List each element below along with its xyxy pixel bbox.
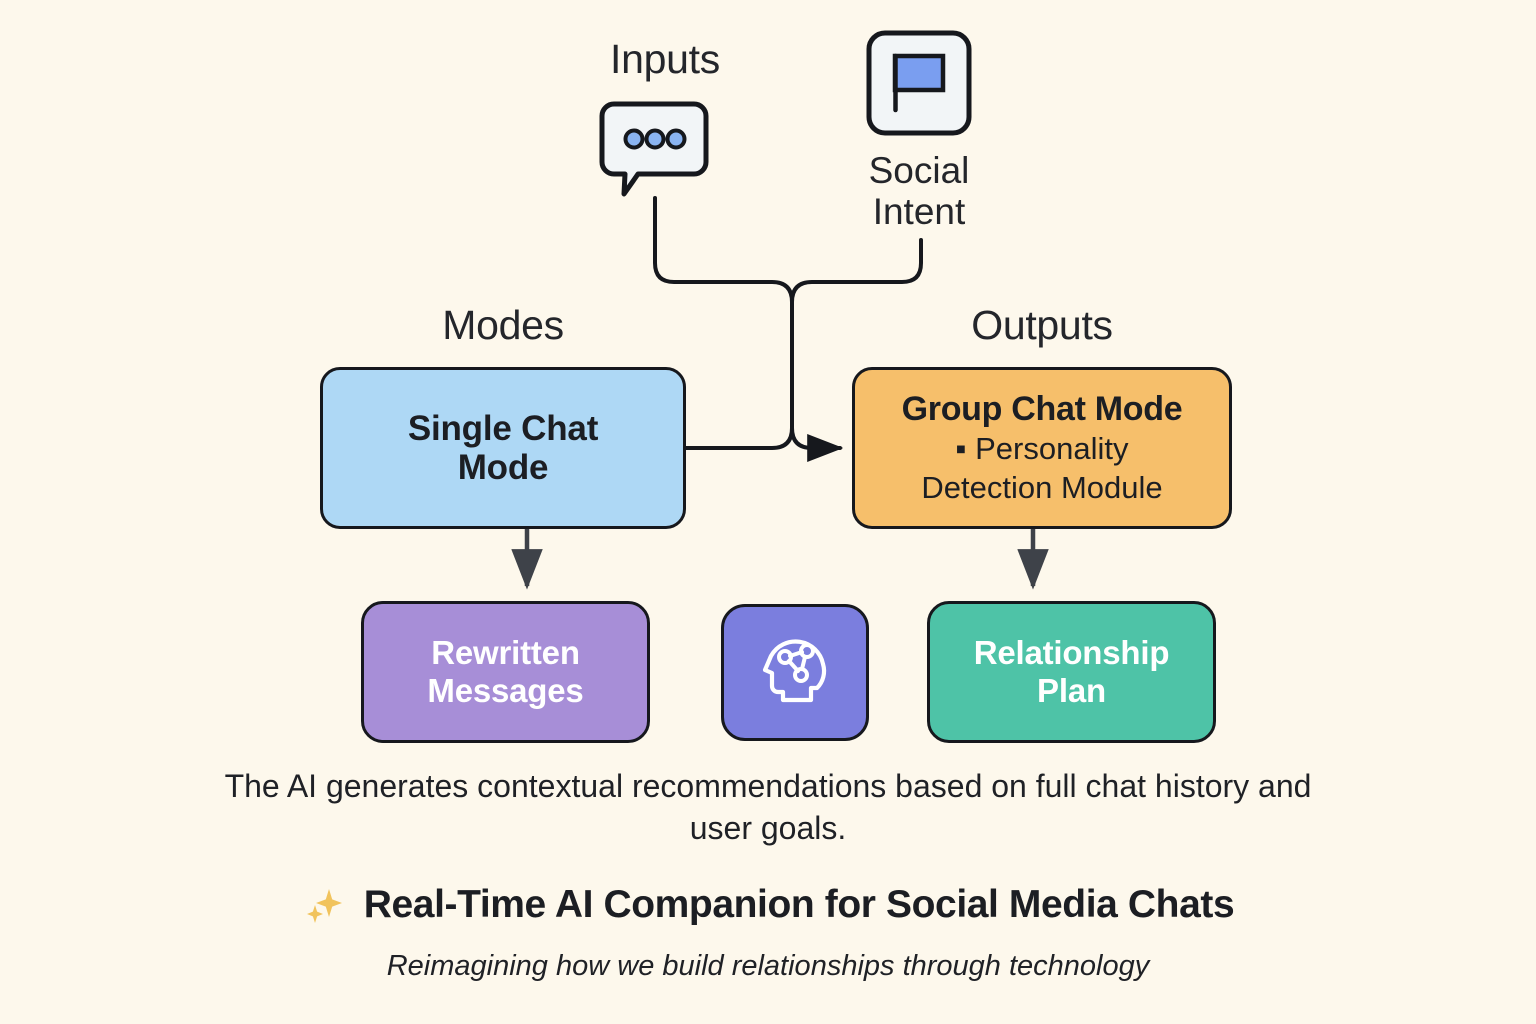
social-intent-line-2: Intent: [872, 191, 966, 233]
headline: Real-Time AI Companion for Social Media …: [0, 883, 1536, 927]
social-intent-line-1: Social: [868, 150, 970, 191]
outputs-caption: Outputs: [971, 302, 1113, 348]
group-chat-bullet-line-2: Detection Module: [921, 470, 1163, 506]
single-chat-title-line-2: Mode: [457, 448, 549, 487]
node-relationship-plan[interactable]: Relationship Plan: [927, 601, 1216, 743]
single-chat-title-line-1: Single Chat: [407, 408, 599, 448]
group-chat-bullet-line-1: ▪ Personality: [955, 431, 1129, 467]
plan-title-line-1: Relationship: [973, 633, 1170, 671]
inputs-caption: Inputs: [610, 36, 720, 82]
description-line-2: user goals.: [689, 809, 847, 846]
chat-bubble-icon: [598, 100, 710, 198]
plan-title-line-2: Plan: [1037, 672, 1106, 709]
node-brain-module[interactable]: [721, 604, 869, 741]
rewritten-title-line-1: Rewritten: [431, 633, 580, 671]
group-chat-title: Group Chat Mode: [901, 390, 1183, 429]
subtitle: Reimagining how we build relationships t…: [386, 950, 1150, 982]
node-single-chat-mode[interactable]: Single Chat Mode: [320, 367, 686, 529]
social-intent-label: Social Intent: [832, 150, 1006, 233]
node-rewritten-messages[interactable]: Rewritten Messages: [361, 601, 650, 743]
node-group-chat-mode[interactable]: Group Chat Mode ▪ Personality Detection …: [852, 367, 1232, 529]
flag-icon: [864, 28, 974, 138]
sparkles-icon: [302, 883, 346, 927]
description-line-1: The AI generates contextual recommendati…: [224, 768, 1312, 804]
headline-text: Real-Time AI Companion for Social Media …: [363, 883, 1235, 926]
modes-caption: Modes: [442, 302, 564, 348]
brain-network-icon: [749, 624, 841, 721]
description-text: The AI generates contextual recommendati…: [128, 766, 1408, 849]
rewritten-title-line-2: Messages: [427, 672, 584, 709]
